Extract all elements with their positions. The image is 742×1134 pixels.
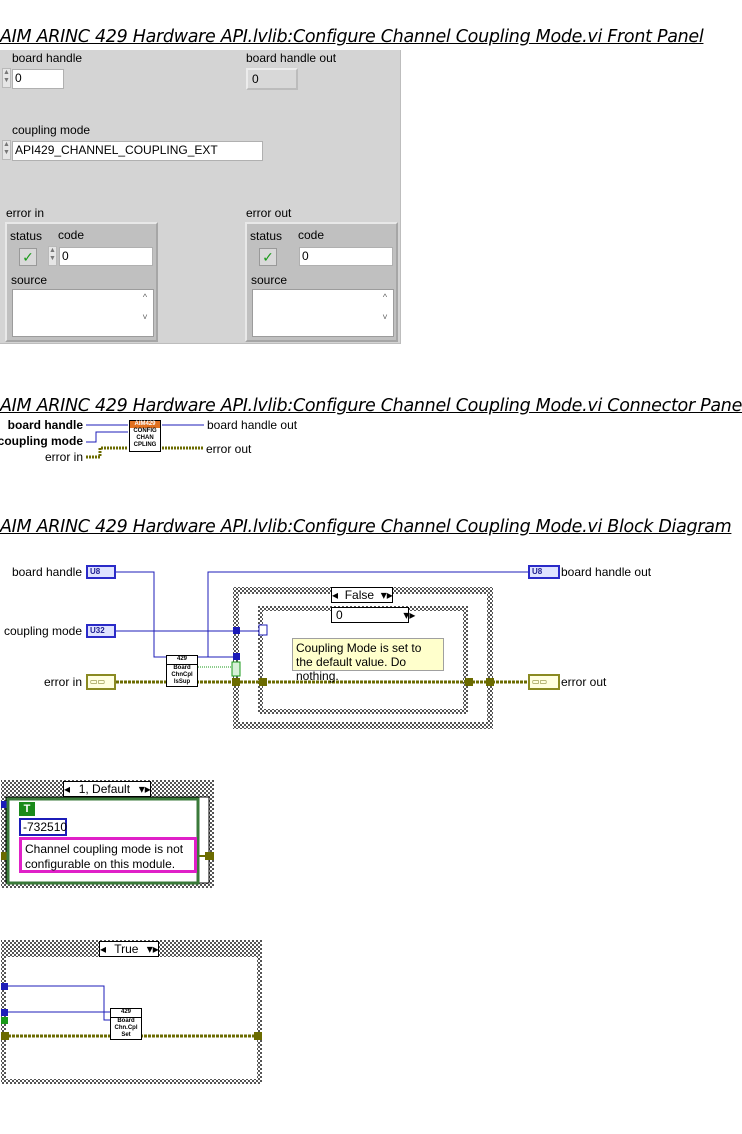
- cp-board-handle-out-label: board handle out: [207, 418, 298, 432]
- bd-error-in-terminal[interactable]: ▭▭: [86, 674, 116, 690]
- bd-coupling-mode-terminal[interactable]: U32: [86, 624, 116, 638]
- error-out-status-led: ✓: [259, 248, 277, 266]
- error-out-code-indicator: 0: [299, 247, 393, 266]
- case-dropdown-icon[interactable]: ▾: [146, 942, 153, 956]
- bd-error-out-terminal[interactable]: ▭▭: [528, 674, 560, 690]
- case-dropdown-icon[interactable]: ▾: [380, 588, 387, 602]
- cp-icon-line-3: CHAN: [136, 435, 154, 441]
- error-out-code-label: code: [298, 228, 325, 242]
- cp-icon-line-1: AIM429: [130, 421, 160, 428]
- error-out-status-label: status: [250, 229, 283, 243]
- block-diagram-title: AIM ARINC 429 Hardware API.lvlib:Configu…: [0, 517, 732, 537]
- case-prev-icon[interactable]: ◂: [100, 942, 107, 956]
- bd-board-handle-label: board handle: [11, 565, 82, 579]
- subvi-issup-header: 429: [167, 656, 197, 665]
- case-prev-icon[interactable]: ◂: [332, 588, 339, 602]
- error-message-constant[interactable]: Channel coupling mode is not configurabl…: [19, 837, 197, 873]
- board-handle-input[interactable]: 0: [12, 69, 64, 89]
- bd-board-handle-out-label: board handle out: [561, 565, 652, 579]
- subvi-set-line-2: Chn.Cpl: [114, 1025, 138, 1031]
- connector-pane-icon: AIM429 CONFIG CHAN CPLING: [129, 420, 161, 452]
- default-case-selector[interactable]: ◂ 1, Default ▾▸: [63, 781, 151, 797]
- error-in-code-label: code: [58, 228, 85, 242]
- coupling-mode-label: coupling mode: [12, 123, 91, 137]
- bd-board-handle-out-terminal[interactable]: U8: [528, 565, 560, 579]
- coupling-mode-enum[interactable]: API429_CHANNEL_COUPLING_EXT: [12, 141, 263, 161]
- error-in-source-input[interactable]: ^˅: [12, 289, 154, 337]
- coupling-default-note: Coupling Mode is set to the default valu…: [292, 638, 444, 683]
- bd-coupling-mode-label: coupling mode: [3, 624, 82, 638]
- board-handle-out-label: board handle out: [246, 51, 337, 65]
- subvi-set-line-1: Board: [117, 1018, 135, 1024]
- front-panel-title: AIM ARINC 429 Hardware API.lvlib:Configu…: [0, 27, 704, 47]
- board-handle-incdec[interactable]: ▲▼: [2, 68, 11, 88]
- error-in-source-label: source: [11, 273, 48, 287]
- subvi-set-line-3: Set: [121, 1032, 131, 1038]
- subvi-issup-line-2: ChnCpl: [171, 672, 193, 678]
- connector-pane-wires: [86, 424, 204, 459]
- bool-true-constant[interactable]: T: [19, 802, 35, 816]
- outer-case-selector[interactable]: ◂ False ▾▸: [331, 587, 393, 603]
- cp-error-out-label: error out: [206, 442, 252, 456]
- cp-coupling-mode-label: coupling mode: [0, 434, 83, 448]
- subvi-set-header: 429: [111, 1009, 141, 1018]
- error-out-source-scrollbar[interactable]: ^˅: [382, 292, 388, 322]
- cp-board-handle-label: board handle: [7, 418, 83, 432]
- error-in-code-input[interactable]: 0: [59, 247, 153, 266]
- error-in-code-incdec[interactable]: ▲▼: [48, 246, 57, 266]
- case-dropdown-icon[interactable]: ▾: [138, 782, 145, 796]
- error-out-source-indicator: ^˅: [252, 289, 394, 337]
- error-out-label: error out: [246, 206, 292, 220]
- case-next-icon[interactable]: ▸: [152, 942, 159, 956]
- case-prev-icon[interactable]: ◂: [64, 782, 71, 796]
- error-in-status-checkbox[interactable]: ✓: [19, 248, 37, 266]
- cp-error-in-label: error in: [44, 450, 83, 464]
- error-out-cluster: status code ✓ 0 source ^˅: [245, 222, 398, 342]
- board-handle-out-indicator: 0: [246, 68, 298, 90]
- inner-case-selector[interactable]: 0 ▾▸: [331, 607, 415, 623]
- coupling-mode-incdec[interactable]: ▲▼: [2, 140, 11, 160]
- board-handle-label: board handle: [12, 51, 83, 65]
- true-case-value: True: [114, 942, 139, 956]
- inner-case-value: 0: [336, 608, 343, 622]
- front-panel: board handle ▲▼ 0 board handle out 0 cou…: [0, 50, 401, 344]
- case-next-icon[interactable]: ▸: [386, 588, 393, 602]
- connector-pane-title: AIM ARINC 429 Hardware API.lvlib:Configu…: [0, 396, 742, 416]
- subvi-board-chncpl-set[interactable]: 429 Board Chn.Cpl Set: [110, 1008, 142, 1040]
- error-out-source-label: source: [251, 273, 288, 287]
- true-case-selector[interactable]: ◂ True ▾▸: [99, 941, 159, 957]
- error-code-constant[interactable]: -732510: [19, 818, 67, 836]
- subvi-board-chncpl-issup[interactable]: 429 Board ChnCpl IsSup: [166, 655, 198, 687]
- bd-error-in-label: error in: [43, 675, 82, 689]
- subvi-issup-line-1: Board: [173, 665, 191, 671]
- bd-board-handle-terminal[interactable]: U8: [86, 565, 116, 579]
- error-in-label: error in: [6, 206, 45, 220]
- error-in-cluster: status code ✓ ▲▼ 0 source ^˅: [5, 222, 158, 342]
- case-next-icon[interactable]: ▸: [409, 608, 416, 622]
- case-next-icon[interactable]: ▸: [144, 782, 151, 796]
- bd-error-out-label: error out: [561, 675, 607, 689]
- subvi-issup-line-3: IsSup: [173, 679, 191, 685]
- cp-icon-line-2: CONFIG: [133, 428, 157, 434]
- default-case-value: 1, Default: [78, 782, 131, 796]
- error-in-status-label: status: [10, 229, 43, 243]
- outer-case-value: False: [344, 588, 375, 602]
- cp-icon-line-4: CPLING: [133, 442, 157, 448]
- case-dropdown-icon[interactable]: ▾: [403, 608, 410, 622]
- error-in-source-scrollbar[interactable]: ^˅: [142, 292, 148, 322]
